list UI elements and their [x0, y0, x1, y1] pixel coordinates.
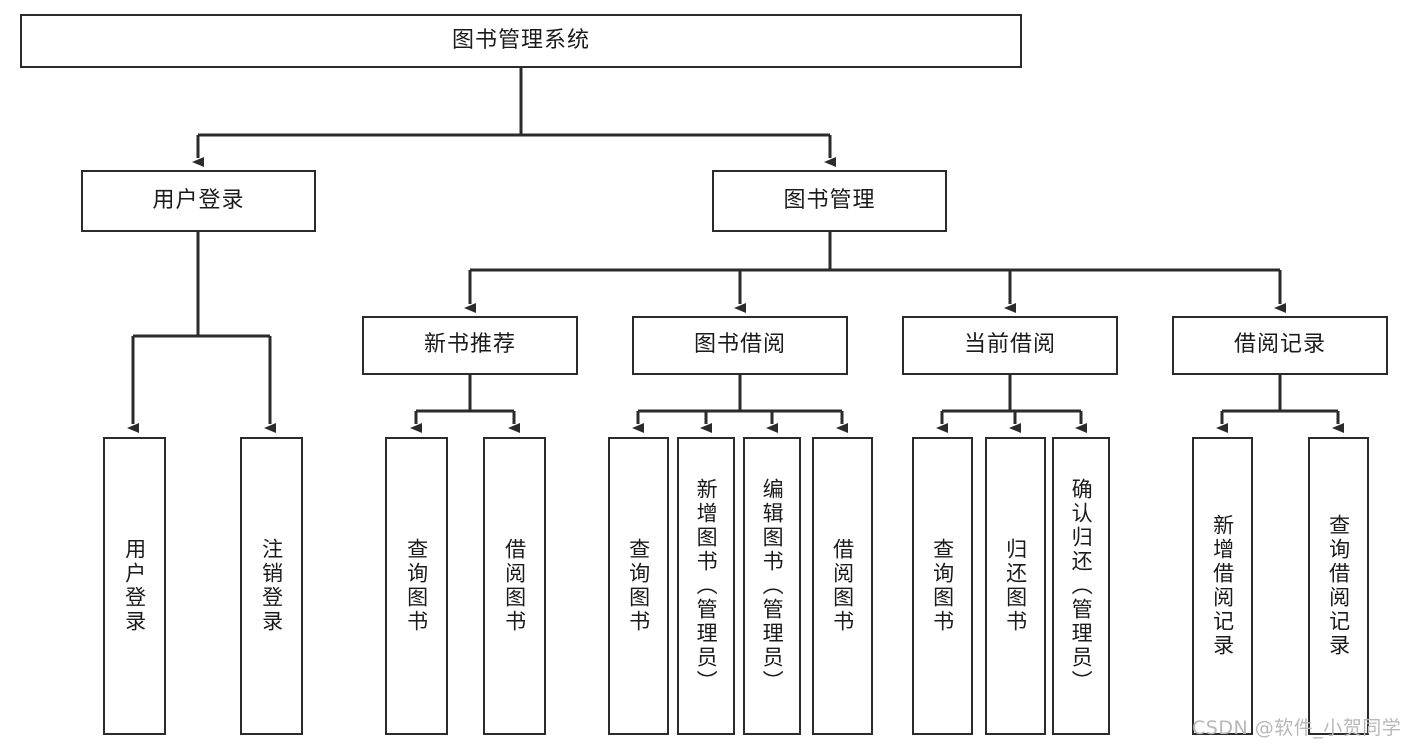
node-label: 用户登录 [152, 187, 245, 213]
node-leaf-rec-borrow-books[interactable]: 借阅图书 [483, 437, 546, 735]
node-label: 注销登录 [259, 538, 284, 634]
node-label: 当前借阅 [963, 332, 1056, 358]
node-label: 新增图书（管理员） [694, 478, 719, 694]
node-label: 图书借阅 [693, 332, 786, 358]
node-current-borrowing[interactable]: 当前借阅 [902, 316, 1118, 375]
node-label: 借阅记录 [1233, 332, 1326, 358]
node-label: 图书管理 [783, 187, 876, 213]
node-leaf-cb-confirm-return-admin[interactable]: 确认归还（管理员） [1052, 437, 1110, 735]
node-label: 新增借阅记录 [1210, 514, 1235, 658]
node-label: 图书管理系统 [451, 27, 590, 53]
node-book-borrowing[interactable]: 图书借阅 [632, 316, 848, 375]
node-label: 编辑图书（管理员） [760, 478, 785, 694]
node-user-login[interactable]: 用户登录 [81, 170, 316, 232]
node-leaf-br-add-record[interactable]: 新增借阅记录 [1192, 437, 1253, 735]
node-book-management[interactable]: 图书管理 [712, 170, 947, 232]
node-leaf-cb-return-books[interactable]: 归还图书 [985, 437, 1046, 735]
node-label: 借阅图书 [502, 538, 527, 634]
node-leaf-user-login[interactable]: 用户登录 [103, 437, 166, 735]
node-leaf-bb-add-book-admin[interactable]: 新增图书（管理员） [677, 437, 735, 735]
node-leaf-bb-query-books[interactable]: 查询图书 [608, 437, 669, 735]
node-leaf-user-logout[interactable]: 注销登录 [240, 437, 303, 735]
node-label: 确认归还（管理员） [1069, 478, 1094, 694]
node-borrowing-records[interactable]: 借阅记录 [1172, 316, 1388, 375]
node-root-book-management-system[interactable]: 图书管理系统 [20, 14, 1022, 68]
node-new-book-recommendation[interactable]: 新书推荐 [362, 316, 578, 375]
node-leaf-rec-query-books[interactable]: 查询图书 [385, 437, 448, 735]
node-leaf-cb-query-books[interactable]: 查询图书 [912, 437, 973, 735]
node-leaf-br-query-record[interactable]: 查询借阅记录 [1308, 437, 1369, 735]
node-leaf-bb-edit-book-admin[interactable]: 编辑图书（管理员） [743, 437, 801, 735]
node-label: 归还图书 [1003, 538, 1028, 634]
node-label: 新书推荐 [423, 332, 516, 358]
node-label: 查询图书 [626, 538, 651, 634]
node-label: 查询借阅记录 [1326, 514, 1351, 658]
node-label: 用户登录 [122, 538, 147, 634]
node-label: 借阅图书 [830, 538, 855, 634]
node-leaf-bb-borrow-books[interactable]: 借阅图书 [812, 437, 873, 735]
watermark-text: CSDN @软件_小贺同学 [1192, 717, 1402, 739]
node-label: 查询图书 [404, 538, 429, 634]
node-label: 查询图书 [930, 538, 955, 634]
